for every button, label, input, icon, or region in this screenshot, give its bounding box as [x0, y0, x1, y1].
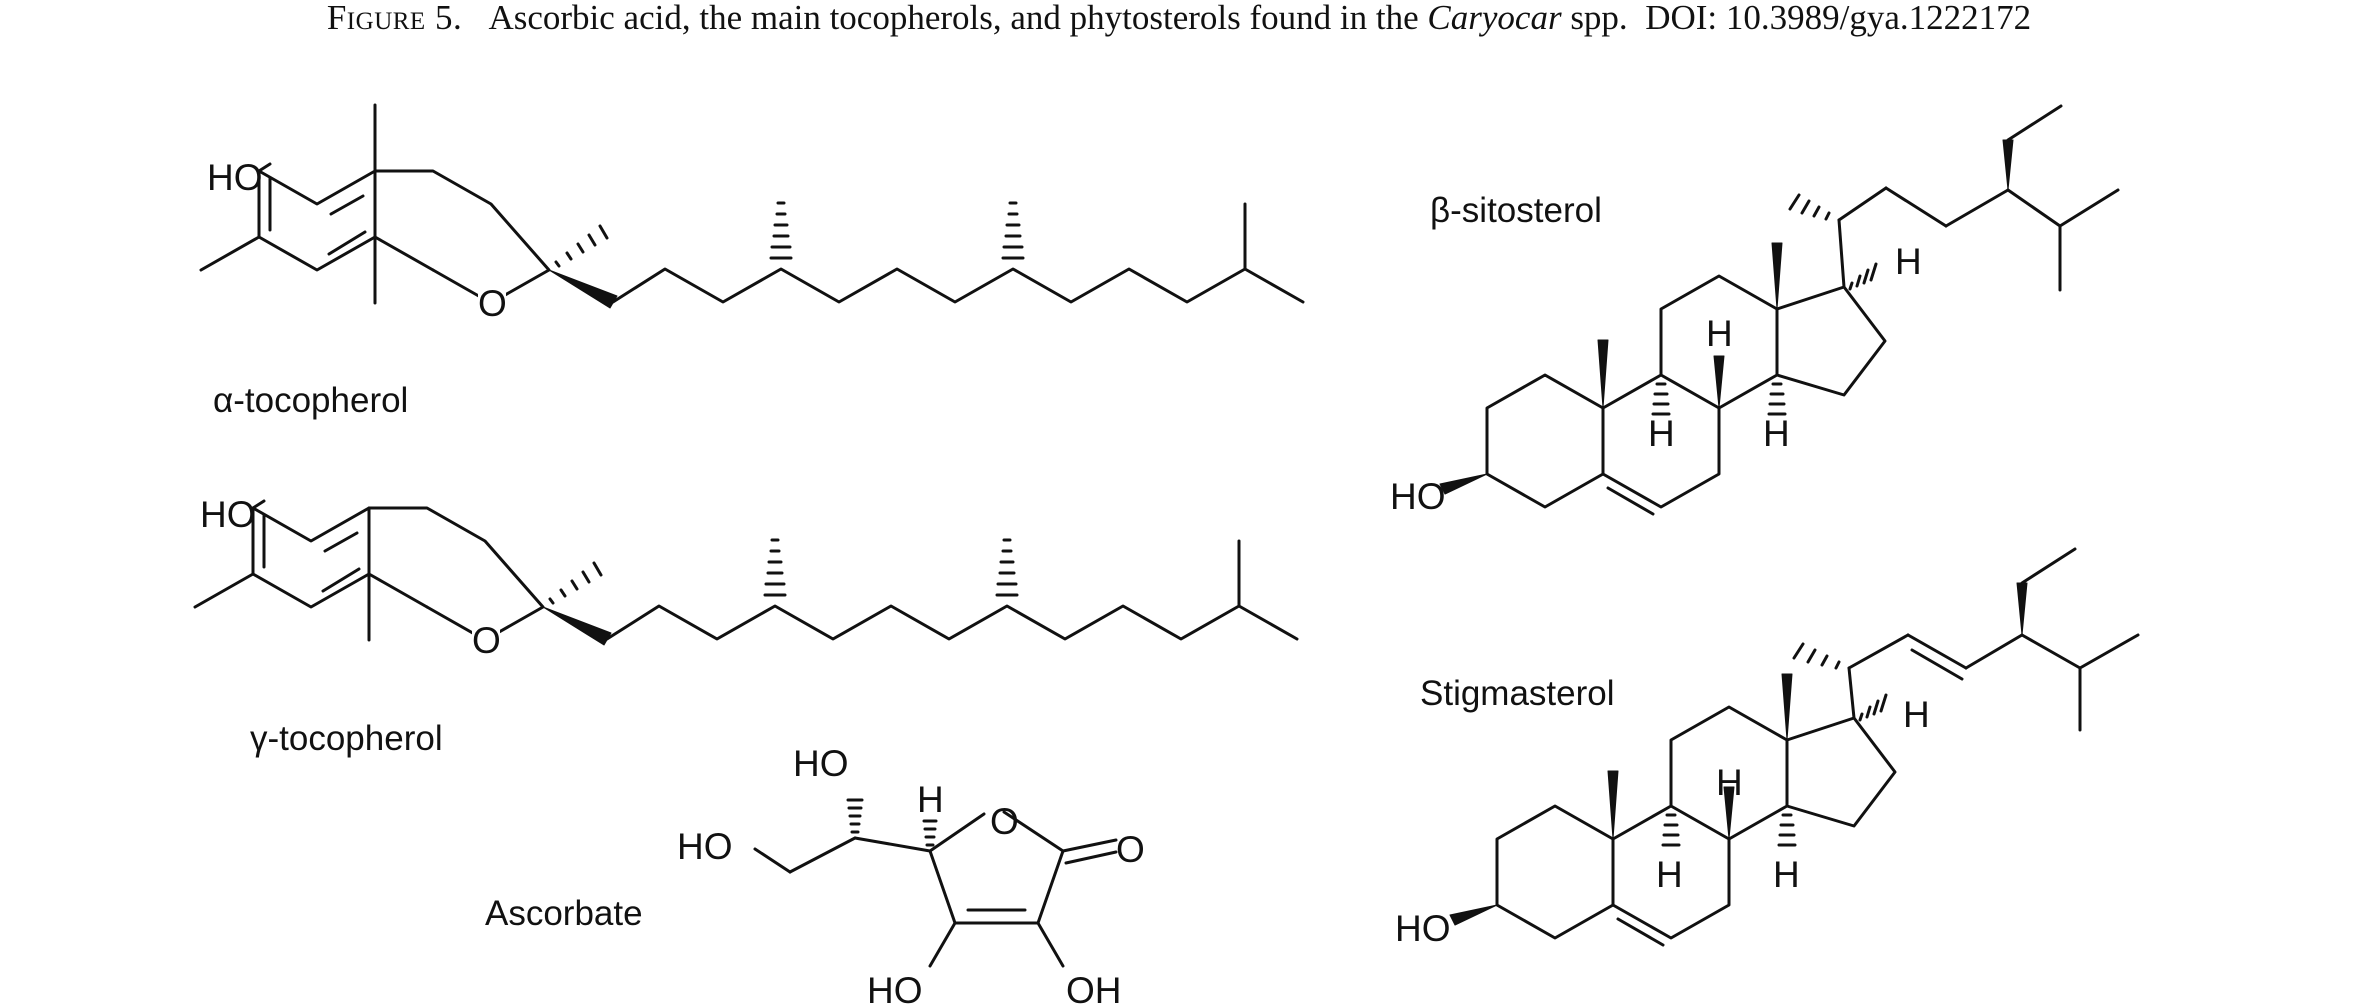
caption-doi: DOI: 10.3989/gya.1222172	[1645, 0, 2032, 37]
hydroxyl-label: HO	[793, 743, 849, 784]
caption-genus: Caryocar	[1427, 0, 1562, 37]
alpha-tocopherol-label: α-tocopherol	[213, 381, 408, 420]
hydroxyl-label: HO	[200, 494, 256, 535]
hashed-methyl	[1788, 193, 1831, 221]
hydroxyl-label: HO	[867, 970, 923, 1008]
hashed-methyl	[548, 561, 603, 605]
hashed-hydrogen	[1651, 382, 1671, 416]
hydroxyl-label: OH	[1066, 970, 1122, 1008]
hashed-hydroxyl	[846, 798, 864, 834]
stigmasterol-label: Stigmasterol	[1420, 674, 1615, 713]
hashed-hydrogen	[922, 819, 938, 847]
hydrogen-label: H	[1763, 413, 1790, 454]
hashed-hydrogen	[1858, 693, 1888, 722]
caption-text-end: spp.	[1561, 0, 1628, 37]
ring-oxygen: O	[990, 801, 1019, 842]
ring-oxygen: O	[472, 620, 501, 661]
beta-sitosterol-structure: H H H H HO β-sitosterol	[1390, 104, 2120, 517]
hashed-hydrogen	[1848, 262, 1878, 291]
hashed-methyl	[1001, 201, 1025, 260]
hydroxyl-label: HO	[1395, 908, 1451, 949]
hashed-methyl	[995, 538, 1019, 597]
hydroxyl-label: HO	[207, 157, 263, 198]
hashed-methyl	[554, 224, 609, 268]
alpha-tocopherol-structure: O HO α-tocopherol	[199, 103, 1305, 420]
figure-label: Figure 5.	[326, 0, 463, 37]
ascorbate-label: Ascorbate	[485, 894, 643, 933]
hydrogen-label: H	[1648, 413, 1675, 454]
hydrogen-label: H	[1706, 313, 1733, 354]
hashed-methyl	[763, 538, 787, 597]
figure-caption: Figure 5. Ascorbic acid, the main tocoph…	[0, 0, 2358, 70]
ring-oxygen: O	[478, 283, 507, 324]
hashed-hydrogen	[1767, 382, 1787, 416]
hydroxyl-label: HO	[677, 826, 733, 867]
beta-sitosterol-label: β-sitosterol	[1430, 191, 1602, 230]
carbonyl-oxygen: O	[1116, 829, 1145, 870]
gamma-tocopherol-structure: O HO γ-tocopherol	[193, 494, 1299, 758]
hashed-methyl	[1792, 642, 1841, 670]
stigmasterol-structure: H H H H HO Stigmasterol	[1395, 547, 2140, 949]
hashed-hydrogen	[1661, 813, 1681, 847]
hydroxyl-label: HO	[1390, 476, 1446, 517]
hashed-hydrogen	[1777, 813, 1797, 847]
ascorbate-structure: O O H HO HO HO OH Ascorbate	[485, 743, 1145, 1008]
hydrogen-label: H	[917, 779, 944, 820]
hashed-methyl	[769, 201, 793, 260]
hydrogen-label: H	[1656, 854, 1683, 895]
hydrogen-label: H	[1903, 694, 1930, 735]
caption-text: Ascorbic acid, the main tocopherols, and…	[488, 0, 1428, 37]
hydrogen-label: H	[1716, 762, 1743, 803]
hydrogen-label: H	[1773, 854, 1800, 895]
gamma-tocopherol-label: γ-tocopherol	[250, 719, 443, 758]
hydrogen-label: H	[1895, 241, 1922, 282]
